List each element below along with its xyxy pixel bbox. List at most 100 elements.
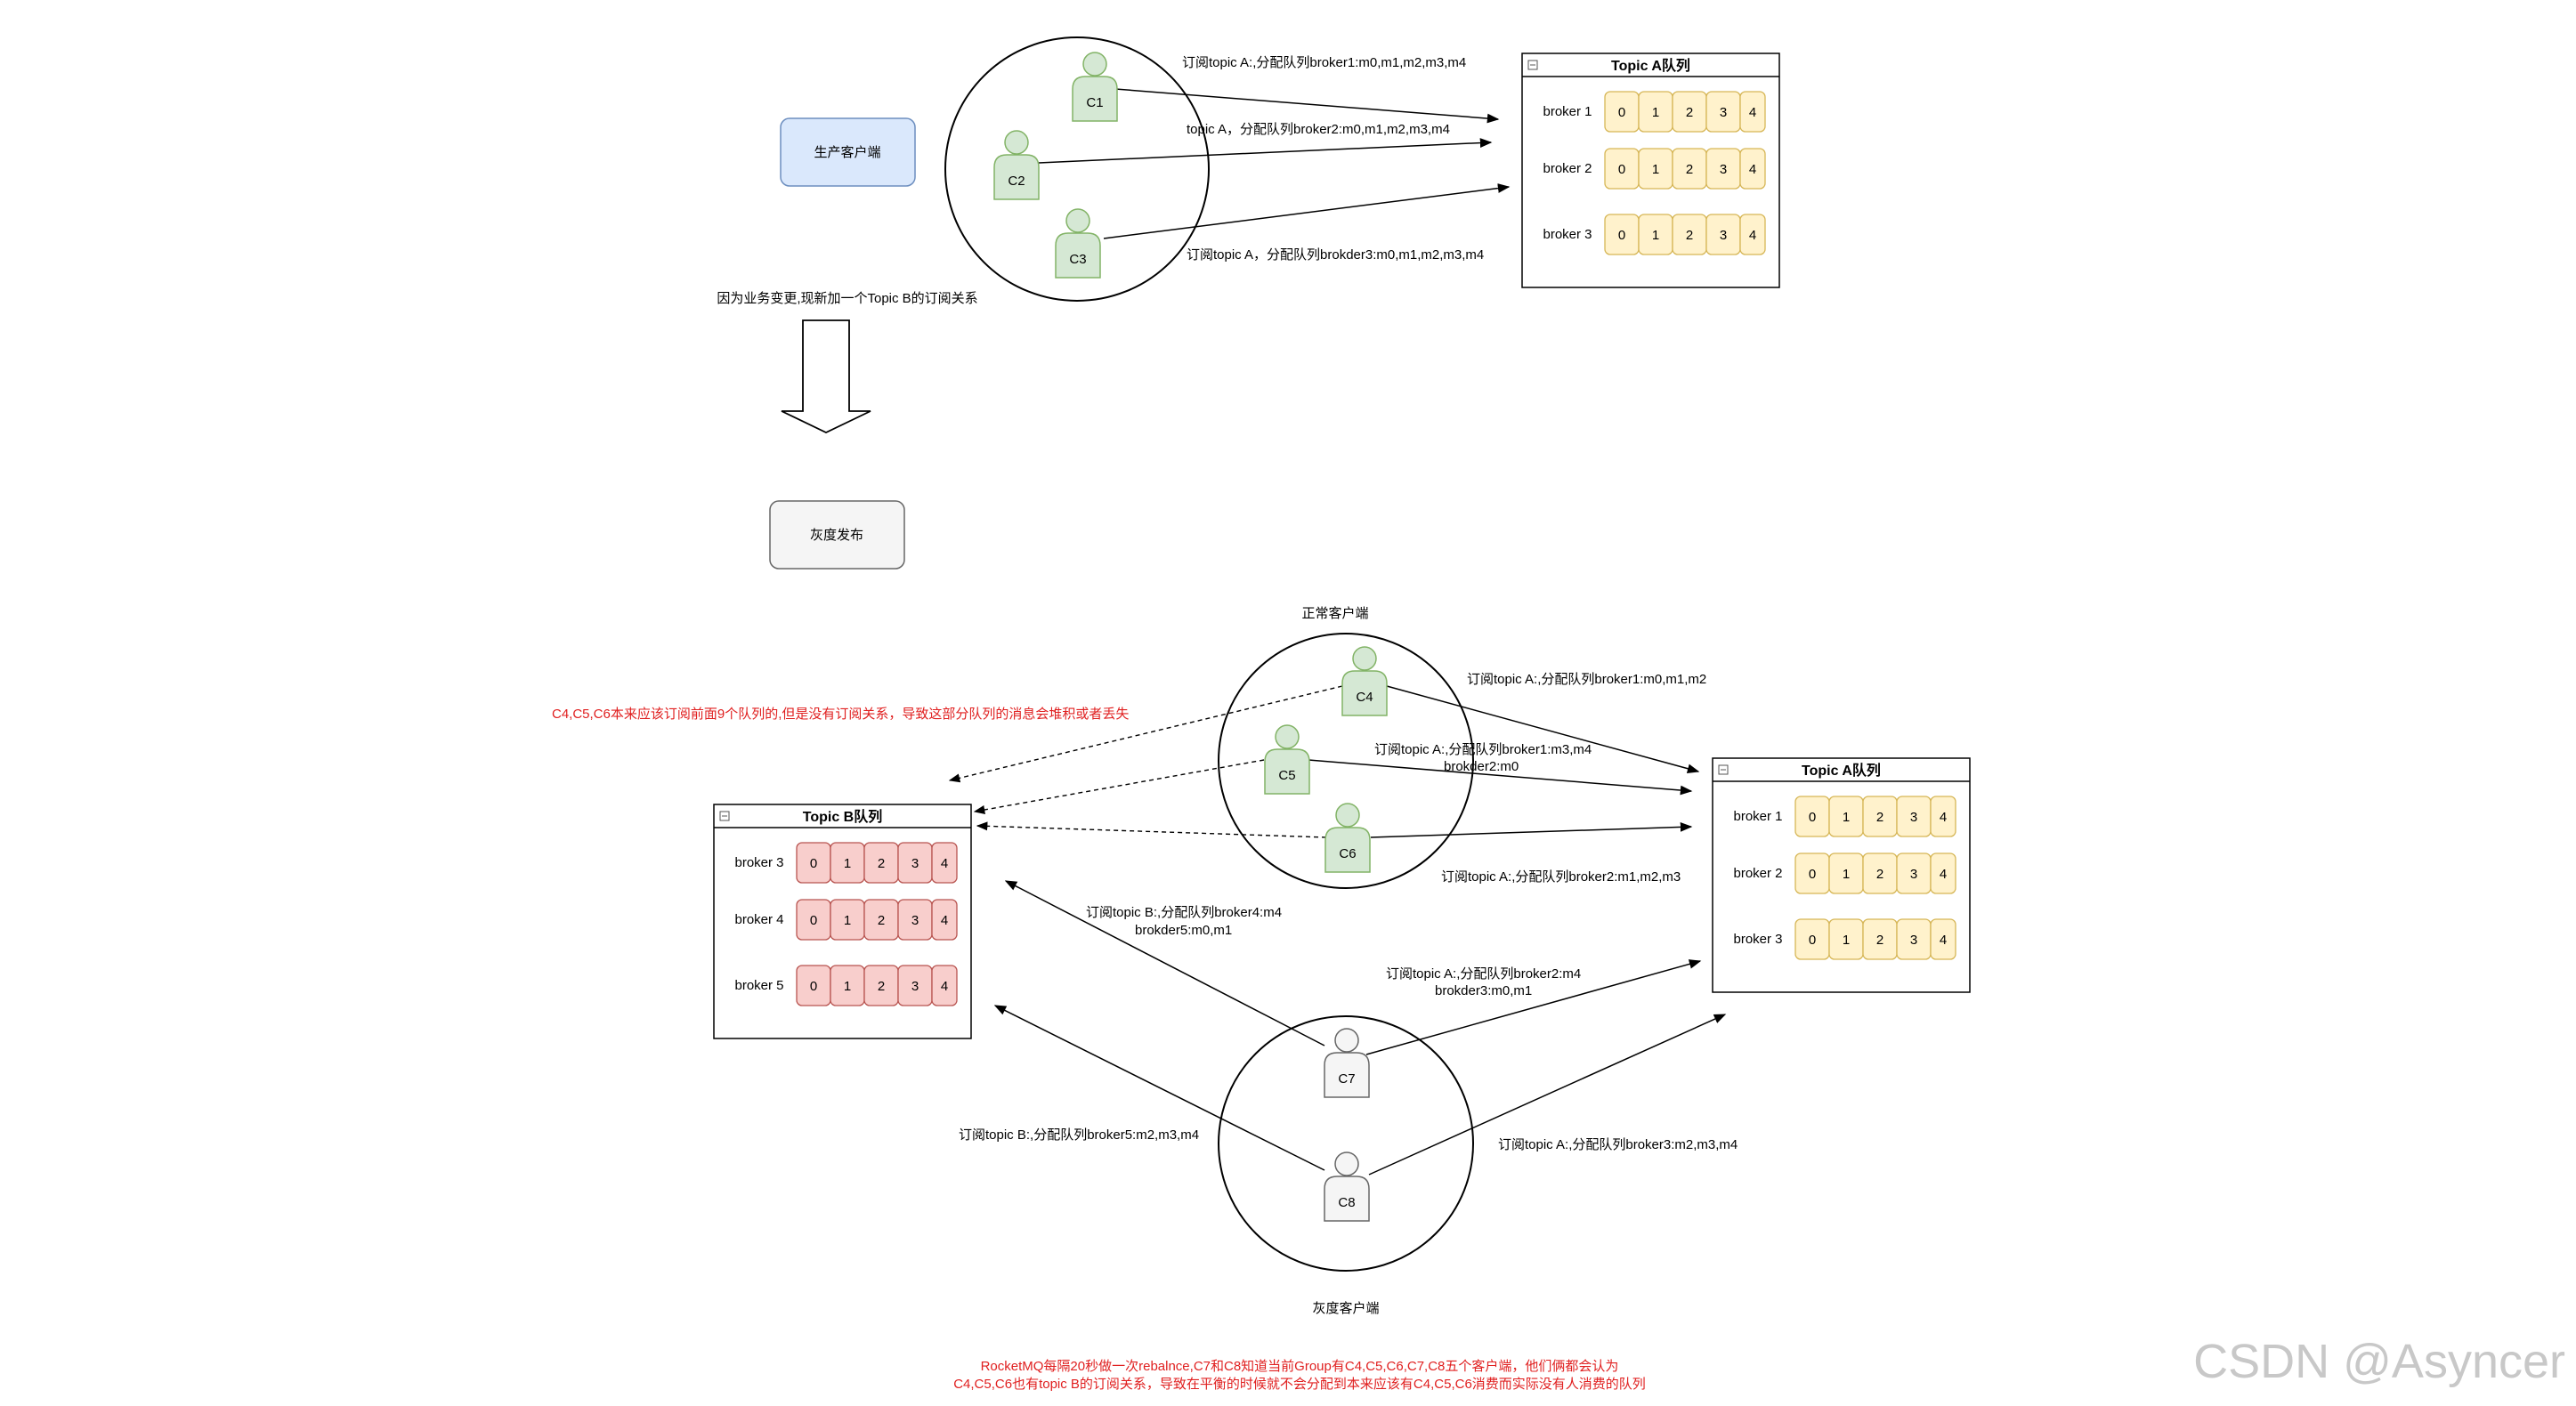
person-body-icon [993, 154, 1040, 200]
queue-index: 4 [941, 856, 948, 871]
queue-index: 1 [1652, 162, 1659, 177]
queue-index: 4 [1749, 162, 1756, 177]
queue-index: 4 [1749, 105, 1756, 120]
queue-index: 2 [1686, 105, 1693, 120]
queue-index: 0 [810, 856, 817, 871]
person-body-icon [1324, 1176, 1370, 1222]
queue-index: 3 [1910, 867, 1917, 882]
queue-index: 4 [1940, 933, 1947, 948]
queue-cell [1739, 91, 1766, 133]
queue-index: 3 [911, 856, 919, 871]
queue-index: 3 [1910, 933, 1917, 948]
queue-cell [1930, 796, 1956, 837]
queue-index: 0 [1809, 810, 1816, 825]
business-change-text: 因为业务变更,现新加一个Topic B的订阅关系 [717, 291, 977, 306]
person-body-icon [1324, 1052, 1370, 1098]
consumer-label: C2 [1008, 174, 1025, 189]
edge-c8-topic-b [993, 1005, 1325, 1171]
broker-label: broker 4 [734, 912, 783, 927]
normal-clients-label: 正常客户端 [1301, 606, 1368, 621]
broker-label: broker 3 [734, 855, 783, 870]
broker-label: broker 3 [1543, 227, 1592, 242]
consumer-c5[interactable]: C5 [1264, 724, 1310, 795]
queue-index: 3 [1910, 810, 1917, 825]
consumer-c3[interactable]: C3 [1055, 208, 1101, 279]
consumer-c6[interactable]: C6 [1324, 803, 1371, 873]
rebalance-note-line2: C4,C5,C6也有topic B的订阅关系，导致在平衡的时候就不会分配到本来应… [953, 1376, 1646, 1392]
queue-index: 2 [1876, 933, 1883, 948]
edge-label-c7-a-line1: 订阅topic A:,分配队列broker2:m4 [1386, 966, 1581, 982]
gray-release-box[interactable]: 灰度发布 [769, 500, 905, 570]
edge-c7-topic-a [1365, 959, 1702, 1055]
consumer-label: C6 [1339, 846, 1356, 861]
dashed-edge-c6-topic-b [976, 821, 1327, 838]
queue-index: 0 [810, 979, 817, 994]
queue-index: 4 [1940, 867, 1947, 882]
queue-index: 3 [1720, 162, 1727, 177]
queue-cell [931, 842, 958, 884]
edge-label-c6: 订阅topic A:,分配队列broker2:m1,m2,m3 [1441, 869, 1681, 885]
edge-c6-topic-a [1370, 822, 1693, 838]
edge-c2-topic-a [1038, 138, 1493, 164]
consumer-label: C1 [1086, 95, 1103, 110]
person-head-icon [1352, 646, 1377, 671]
consumer-label: C8 [1338, 1195, 1355, 1210]
rebalance-note-line1: RocketMQ每隔20秒做一次rebalnce,C7和C8知道当前Group有… [981, 1359, 1619, 1374]
consumer-label: C3 [1069, 252, 1086, 267]
gray-release-label: 灰度发布 [810, 528, 863, 543]
queue-index: 1 [844, 979, 851, 994]
person-head-icon [1004, 130, 1029, 155]
consumer-c7[interactable]: C7 [1324, 1028, 1370, 1098]
queue-index: 4 [1940, 810, 1947, 825]
dashed-edge-c5-topic-b [973, 759, 1265, 814]
queue-index: 2 [1686, 162, 1693, 177]
queue-index: 1 [1843, 933, 1850, 948]
edge-c8-topic-a [1368, 1014, 1727, 1176]
person-head-icon [1334, 1151, 1359, 1176]
edge-c3-topic-a [1103, 183, 1511, 239]
consumer-label: C4 [1356, 690, 1373, 705]
queue-index: 2 [878, 913, 885, 928]
consumer-c8[interactable]: C8 [1324, 1151, 1370, 1222]
dashed-edge-c4-topic-b [948, 685, 1343, 783]
edge-label-c3: 订阅topic A，分配队列brokder3:m0,m1,m2,m3,m4 [1187, 247, 1484, 263]
edge-label-c5-line2: brokder2:m0 [1444, 759, 1519, 774]
edge-label-c5-line1: 订阅topic A:,分配队列broker1:m3,m4 [1374, 742, 1592, 757]
down-arrow-shape [781, 319, 871, 433]
queue-index: 2 [878, 856, 885, 871]
gray-clients-label: 灰度客户端 [1312, 1301, 1379, 1316]
queue-index: 0 [1809, 933, 1816, 948]
person-body-icon [1341, 670, 1388, 716]
queue-cell [931, 899, 958, 941]
queue-index: 4 [941, 913, 948, 928]
consumer-c4[interactable]: C4 [1341, 646, 1388, 716]
edge-label-c1: 订阅topic A:,分配队列broker1:m0,m1,m2,m3,m4 [1182, 55, 1466, 70]
person-body-icon [1055, 232, 1101, 279]
consumer-c1[interactable]: C1 [1072, 52, 1118, 122]
queue-index: 2 [878, 979, 885, 994]
queue-index: 2 [1686, 228, 1693, 243]
consumer-c2[interactable]: C2 [993, 130, 1040, 200]
queue-index: 3 [1720, 105, 1727, 120]
person-head-icon [1065, 208, 1090, 233]
queue-index: 2 [1876, 867, 1883, 882]
edge-label-c7-b-line1: 订阅topic B:,分配队列broker4:m4 [1086, 905, 1282, 920]
person-body-icon [1324, 827, 1371, 873]
consumer-label: C7 [1338, 1071, 1355, 1087]
top-consumer-group-circle [944, 36, 1210, 302]
queue-index: 3 [911, 913, 919, 928]
queue-index: 4 [941, 979, 948, 994]
broker-label: broker 5 [734, 978, 783, 993]
producer-box[interactable]: 生产客户端 [780, 117, 916, 187]
queue-index: 0 [1618, 105, 1625, 120]
edge-c4-topic-a [1386, 685, 1700, 773]
consumer-label: C5 [1278, 768, 1295, 783]
person-head-icon [1275, 724, 1300, 749]
queue-index: 0 [810, 913, 817, 928]
broker-label: broker 3 [1733, 932, 1782, 947]
